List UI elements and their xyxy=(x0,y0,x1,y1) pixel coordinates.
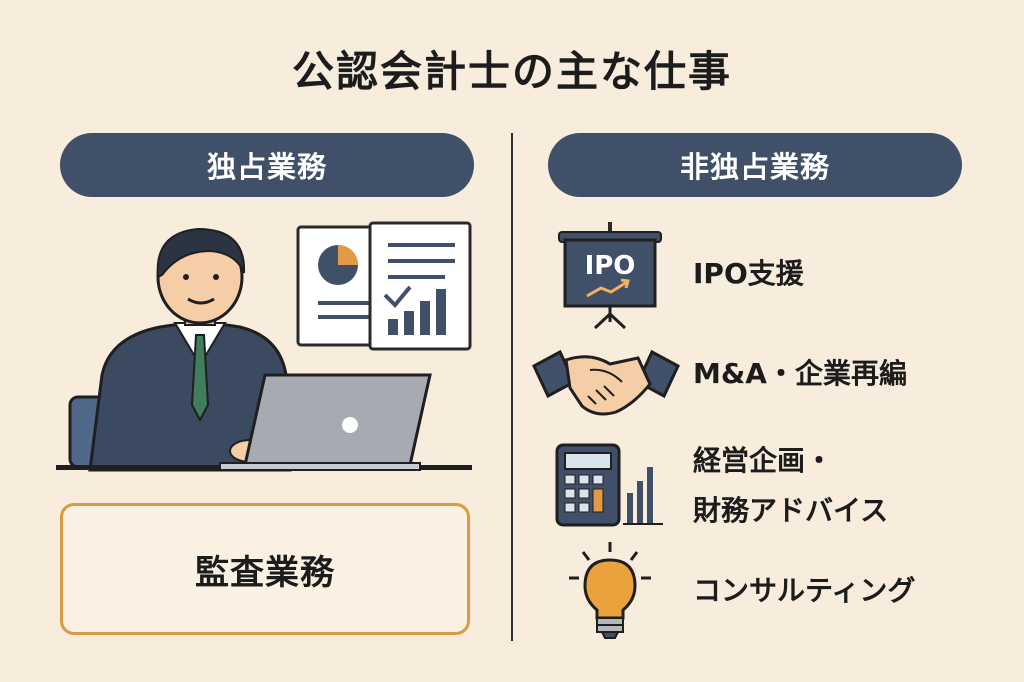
ipo-support-label: IPO支援 xyxy=(693,257,804,290)
lightbulb-icon xyxy=(569,542,651,639)
ma-restructuring-label: M&A・企業再編 xyxy=(693,357,907,390)
planning-advisory-label-line2: 財務アドバイス xyxy=(693,494,889,527)
planning-advisory-label-line1: 経営企画・ xyxy=(693,444,834,477)
non-exclusive-work-header: 非独占業務 xyxy=(548,133,962,197)
laptop-icon xyxy=(219,373,432,471)
bar-chart-document-icon xyxy=(368,221,472,351)
presentation-board-icon: IPO xyxy=(558,222,662,330)
exclusive-work-header: 独占業務 xyxy=(60,133,474,197)
calculator-chart-icon xyxy=(555,443,663,527)
column-divider xyxy=(511,133,513,641)
consulting-label: コンサルティング xyxy=(693,574,916,607)
page-title: 公認会計士の主な仕事 xyxy=(291,47,732,96)
handshake-icon xyxy=(532,349,680,416)
audit-work-box: 監査業務 xyxy=(60,503,470,635)
accountant-illustration xyxy=(56,221,472,472)
ipo-board-text: IPO xyxy=(585,251,636,281)
